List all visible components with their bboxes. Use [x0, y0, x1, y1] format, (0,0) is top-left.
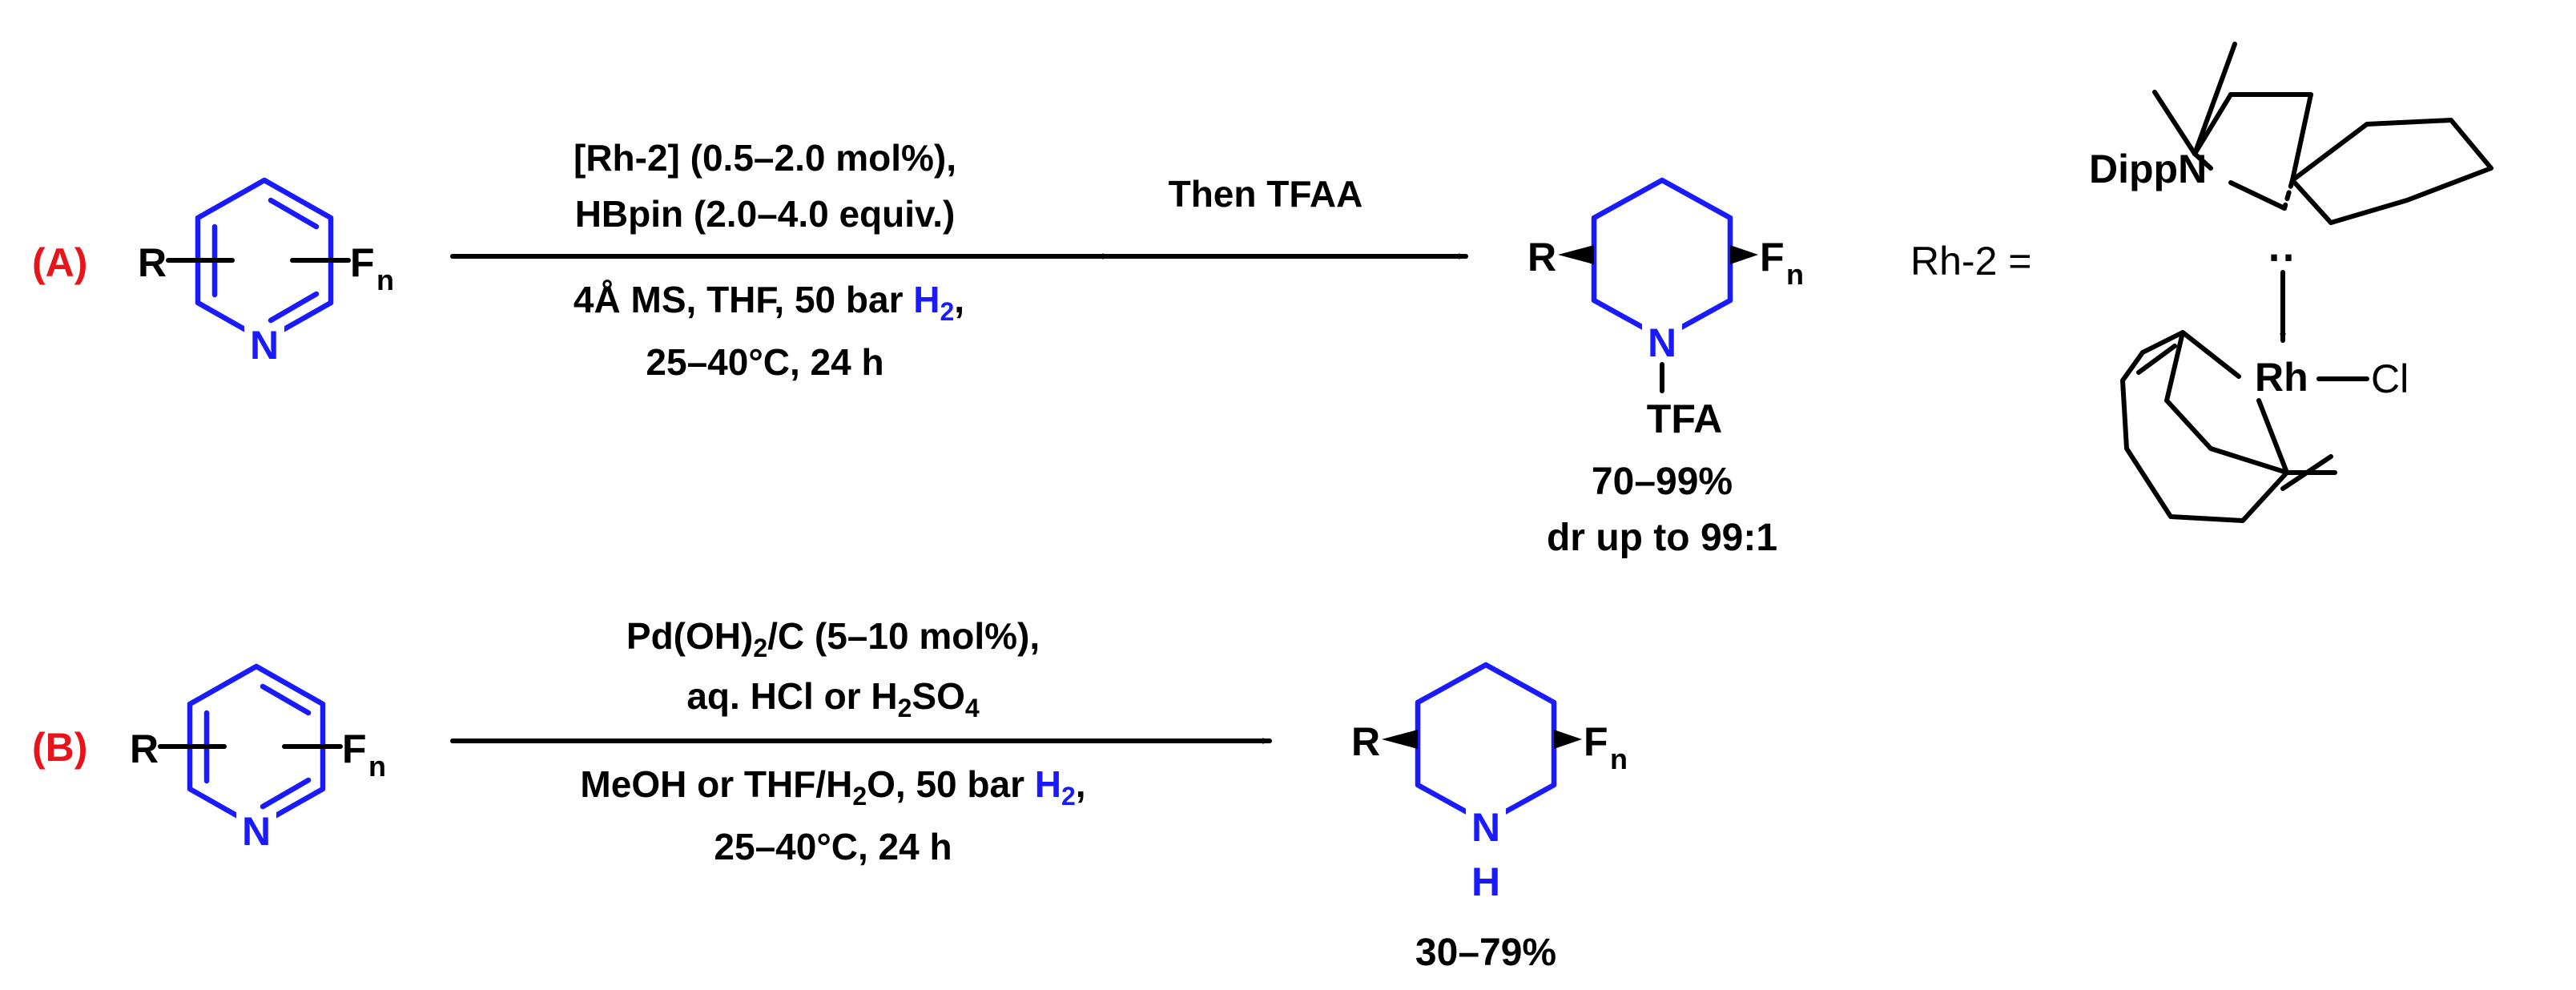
cl-atom: Cl	[2371, 356, 2409, 401]
product-substituent-f-subscript: n	[1610, 742, 1628, 775]
scheme-b-conditions-line-2: aq. HCl or H2SO4	[686, 675, 980, 722]
scheme-b-conditions-line-1: Pd(OH)2/C (5–10 mol%),	[626, 615, 1040, 662]
piperidine-n-atom: N	[1648, 320, 1676, 365]
scheme-b-yield: 30–79%	[1415, 932, 1556, 974]
product-substituent-f-subscript: n	[1786, 258, 1804, 291]
scheme-b-conditions-line-4: 25–40°C, 24 h	[714, 826, 952, 867]
catalyst-rh-2-structure: DippN ‥ Rh Cl	[2089, 42, 2493, 523]
cyclic-bond	[2290, 92, 2313, 183]
substituent-f-subscript: n	[368, 750, 386, 783]
scheme-a-substrate-pyridine: N R F n	[138, 177, 394, 368]
substituent-f: F	[342, 726, 367, 771]
cod-double-bond	[2280, 454, 2333, 491]
piperidine-ring	[1591, 177, 1733, 341]
cyclohexane-ring	[2290, 118, 2493, 225]
scheme-a-step-2: Then TFAA	[1169, 173, 1363, 215]
piperidine-n-atom: N	[1471, 805, 1500, 850]
scheme-a-dr: dr up to 99:1	[1547, 517, 1777, 559]
catalyst-label: Rh-2 =	[1910, 239, 2031, 284]
scheme-a-yield: 70–99%	[1592, 461, 1733, 503]
pyridine-double-bond	[268, 197, 320, 230]
scheme-a-conditions-line-3: 4Å MS, THF, 50 bar H2,	[574, 279, 964, 326]
pyridine-n-atom: N	[242, 809, 271, 854]
n-carbene-bond	[2228, 180, 2287, 211]
substituent-f: F	[350, 240, 375, 285]
pyridine-double-bond	[268, 291, 320, 324]
protecting-group: TFA	[1647, 396, 1722, 441]
piperidine-ring	[1415, 662, 1557, 826]
scheme-b-label: (B)	[32, 725, 87, 770]
pyridine-n-atom: N	[250, 323, 279, 368]
dipp-n-label: DippN	[2089, 147, 2207, 191]
scheme-b-conditions-line-3: MeOH or THF/H2O, 50 bar H2,	[580, 763, 1085, 811]
carbene-bond	[2282, 178, 2295, 211]
product-substituent-r: R	[1351, 719, 1380, 764]
quaternary-bond	[2192, 151, 2213, 171]
scheme-b-product-piperidine: N R F n H	[1351, 662, 1628, 904]
methyl-bond	[2192, 42, 2237, 156]
cod-bond	[2164, 330, 2289, 475]
substituent-f-subscript: n	[376, 264, 394, 296]
rh-olefin-bond	[2256, 398, 2289, 475]
wedge-bond-f	[1554, 730, 1582, 749]
wedge-bond-r	[1382, 730, 1418, 749]
scheme-a-conditions-line-4: 25–40°C, 24 h	[646, 341, 883, 383]
cod-bond	[2140, 330, 2241, 379]
pyridine-double-bond	[260, 683, 312, 716]
product-substituent-f: F	[1760, 235, 1785, 280]
wedge-bond-f	[1730, 245, 1758, 264]
product-substituent-f: F	[1584, 719, 1608, 764]
product-substituent-r: R	[1527, 235, 1556, 280]
scheme-b-substrate-pyridine: N R F n	[130, 663, 386, 854]
scheme-a-conditions-line-2: HBpin (2.0–4.0 equiv.)	[575, 193, 956, 235]
wedge-bond-r	[1558, 245, 1594, 264]
rh-atom: Rh	[2255, 355, 2308, 400]
scheme-a-product-piperidine: N R F n TFA	[1527, 177, 1804, 441]
methyl-bond	[2152, 90, 2197, 156]
substituent-r: R	[138, 240, 167, 285]
carbene-lone-pair: ‥	[2267, 222, 2296, 270]
cod-double-bond	[2136, 344, 2177, 375]
n-hydrogen: H	[1471, 859, 1500, 904]
scheme-a-label: (A)	[32, 240, 87, 285]
pyridine-double-bond	[260, 777, 312, 810]
substituent-r: R	[130, 726, 159, 771]
scheme-a-conditions-line-1: [Rh-2] (0.5–2.0 mol%),	[574, 137, 956, 179]
